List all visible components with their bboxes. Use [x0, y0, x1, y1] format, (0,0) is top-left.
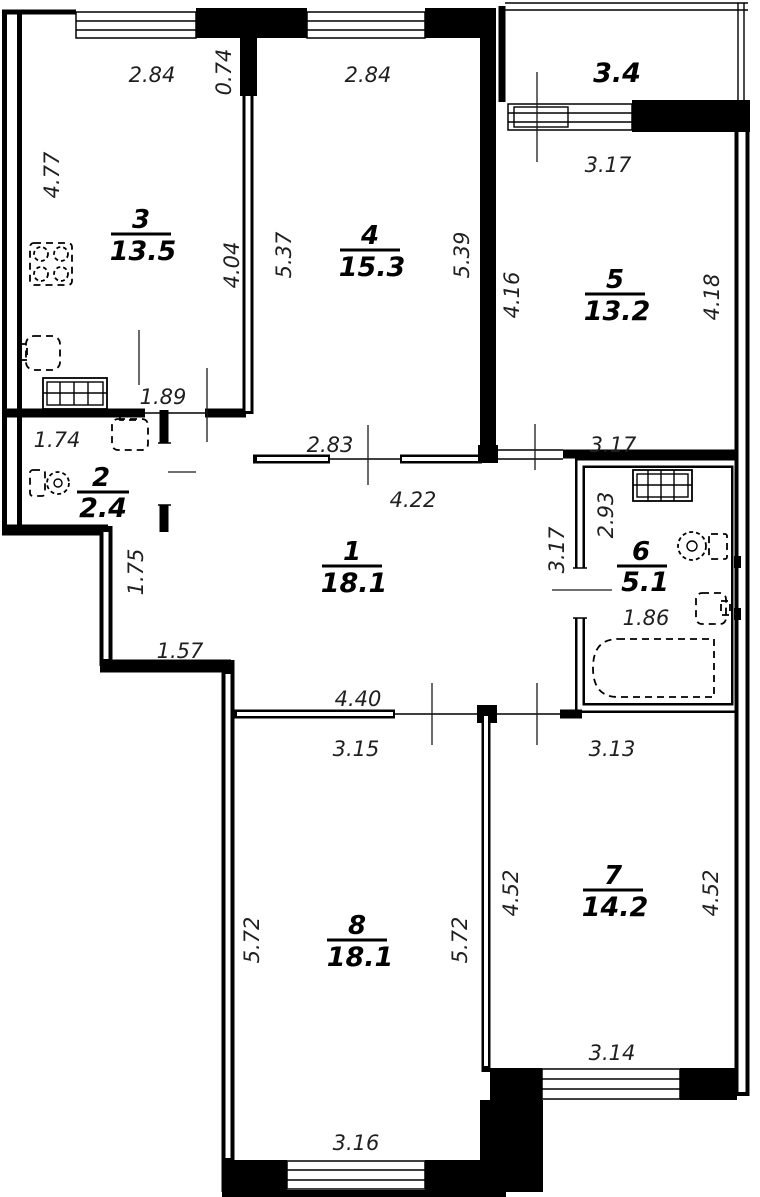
dim-label: 3.17: [590, 433, 637, 457]
dim-label: 1.86: [623, 606, 670, 630]
room-label-6: 6 5.1: [617, 537, 669, 598]
dimension-ticks: [138, 72, 612, 745]
dim-label: 2.84: [345, 63, 392, 87]
room-area: 14.2: [582, 892, 649, 923]
dim-label: 5.39: [450, 232, 474, 279]
room-area: 15.3: [339, 252, 406, 283]
room-area: 5.1: [621, 567, 669, 598]
room-labels: 1 18.1 2 2.4 3 13.5 4 15.3 5 13.2 6 5.1: [77, 58, 669, 973]
window-room7: [541, 1068, 681, 1100]
window-room3: [75, 11, 197, 39]
dim-label: 2.93: [594, 492, 618, 539]
dim-label: 4.16: [500, 272, 524, 319]
fixtures: [18, 242, 731, 698]
room-label-4: 4 15.3: [339, 221, 406, 283]
dim-label: 3.16: [333, 1131, 380, 1155]
balcony-door-window: [507, 103, 633, 131]
room-number: 4: [360, 221, 379, 251]
dim-label: 5.72: [448, 917, 472, 964]
balcony-area-label: 3.4: [593, 58, 641, 89]
dim-label: 4.40: [335, 687, 382, 711]
room-label-8: 8 18.1: [327, 911, 394, 973]
dim-label: 4.52: [499, 870, 523, 917]
dim-label: 1.74: [34, 428, 81, 452]
dim-label: 5.37: [272, 231, 296, 278]
windows: [75, 11, 681, 1190]
dim-label: 3.17: [545, 526, 569, 573]
dim-label: 1.57: [157, 639, 204, 663]
room-number: 5: [606, 265, 624, 295]
room-label-3: 3 13.5: [110, 205, 177, 267]
room-area: 13.2: [584, 296, 651, 327]
room-number: 7: [604, 861, 623, 891]
stove-icon: [29, 242, 73, 286]
bathtub-icon: [592, 638, 715, 698]
dim-label: 4.18: [700, 274, 724, 321]
dimension-labels: 2.84 0.74 2.84 3.17 4.77 4.04 5.37 5.39 …: [34, 49, 724, 1155]
dim-label: 2.84: [129, 63, 176, 87]
dim-label: 4.77: [40, 151, 64, 198]
kitchen-radiator-icon: [42, 377, 108, 410]
dim-label: 3.15: [333, 737, 380, 761]
dim-label: 4.22: [390, 488, 437, 512]
room-area: 13.5: [110, 236, 177, 267]
washing-machine-icon: [111, 411, 149, 451]
room-number: 6: [632, 537, 650, 567]
room2-toilet-icon: [29, 469, 70, 497]
room-area: 2.4: [79, 493, 127, 524]
room-number: 8: [348, 911, 366, 941]
dim-label: 3.13: [589, 737, 636, 761]
room-label-7: 7 14.2: [582, 861, 649, 923]
dim-label: 3.14: [589, 1041, 636, 1065]
dim-label: 4.52: [699, 870, 723, 917]
room-area: 18.1: [327, 942, 394, 973]
dim-label: 1.89: [140, 385, 187, 409]
dim-label: 4.04: [220, 242, 244, 289]
dim-label: 2.83: [307, 433, 354, 457]
dim-label: 3.17: [585, 153, 632, 177]
dim-label: 1.75: [124, 549, 148, 596]
bathroom-sink-icon: [695, 592, 731, 625]
room-number: 2: [92, 463, 110, 493]
window-room8: [286, 1160, 426, 1190]
dim-label: 0.74: [212, 49, 236, 96]
room-area: 18.1: [321, 568, 388, 599]
room-label-5: 5 13.2: [584, 265, 651, 327]
bathroom-toilet-icon: [677, 531, 728, 561]
kitchen-sink-icon: [18, 335, 61, 371]
window-room4: [306, 11, 426, 39]
bathroom-vent-grille-icon: [632, 469, 693, 502]
room-label-2: 2 2.4: [77, 463, 129, 524]
room-label-1: 1 18.1: [321, 537, 388, 599]
room-number: 3: [132, 205, 150, 235]
dim-label: 5.72: [240, 917, 264, 964]
room-number: 1: [343, 537, 361, 567]
